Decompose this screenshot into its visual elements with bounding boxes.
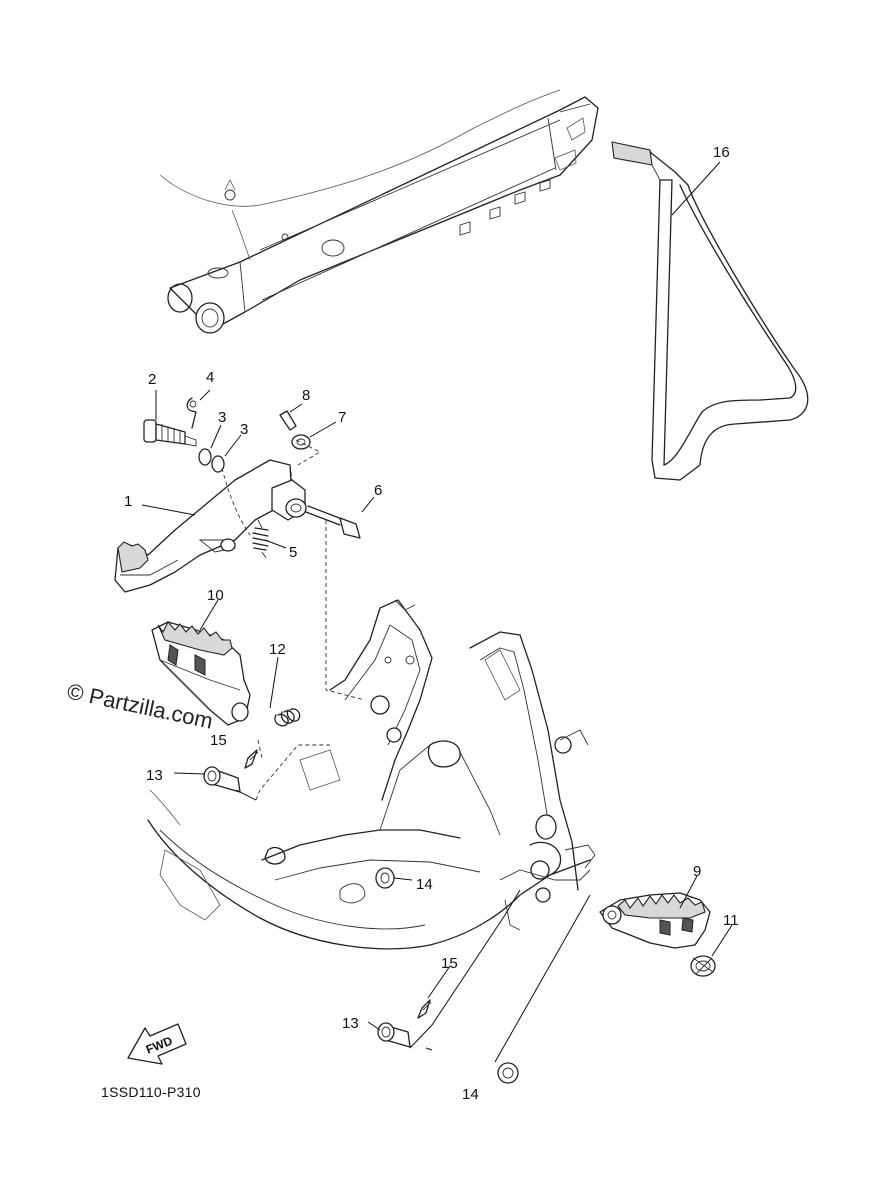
frame xyxy=(147,599,596,950)
brake-pedal xyxy=(114,459,307,593)
callout-6: 6 xyxy=(374,482,382,499)
leader-lines xyxy=(141,161,733,1031)
washers-part-3 xyxy=(198,448,225,473)
callout-12: 12 xyxy=(269,641,286,658)
pin-part-13-left xyxy=(203,766,241,793)
callout-3b: 3 xyxy=(240,421,248,438)
swingarm xyxy=(159,89,599,334)
assembly-lines xyxy=(221,439,591,1063)
callout-11: 11 xyxy=(723,912,739,929)
collar-part-14-bottom xyxy=(497,1062,519,1084)
callouts: 1 2 3 3 4 5 6 7 8 9 10 11 12 13 13 14 14… xyxy=(124,144,739,1103)
footrest-left xyxy=(151,621,251,726)
cotter-pin-part-15-left xyxy=(244,749,259,769)
callout-2: 2 xyxy=(148,371,156,388)
stand xyxy=(611,141,809,481)
callout-3a: 3 xyxy=(218,409,226,426)
callout-14b: 14 xyxy=(462,1086,479,1103)
callout-7: 7 xyxy=(338,409,346,426)
callout-5: 5 xyxy=(289,544,297,561)
callout-10: 10 xyxy=(207,587,224,604)
callout-9: 9 xyxy=(693,863,701,880)
footrest-right xyxy=(599,892,711,949)
callout-4: 4 xyxy=(206,369,214,386)
collar-part-14-middle xyxy=(375,867,395,889)
callout-15a: 15 xyxy=(210,732,227,749)
cotter-pin-part-15-bottom xyxy=(417,999,432,1019)
callout-1: 1 xyxy=(124,493,132,510)
bolt-part-6 xyxy=(305,505,361,539)
pivot-bolt xyxy=(143,419,197,447)
spring-part-12 xyxy=(274,708,301,727)
callout-16: 16 xyxy=(713,144,730,161)
washer-part-7 xyxy=(291,434,311,450)
cotter-pin-part-8 xyxy=(279,410,297,431)
clip-part-4 xyxy=(186,397,197,429)
pin-part-13-bottom xyxy=(377,1022,411,1048)
callout-14a: 14 xyxy=(416,876,433,893)
callout-8: 8 xyxy=(302,387,310,404)
spring-part-11 xyxy=(690,955,716,977)
fwd-arrow-icon: FWD xyxy=(127,1023,187,1065)
spring-part-5 xyxy=(252,519,269,559)
drawing-code: 1SSD110-P310 xyxy=(101,1084,201,1100)
callout-13a: 13 xyxy=(146,767,163,784)
callout-13b: 13 xyxy=(342,1015,359,1032)
callout-15b: 15 xyxy=(441,955,458,972)
